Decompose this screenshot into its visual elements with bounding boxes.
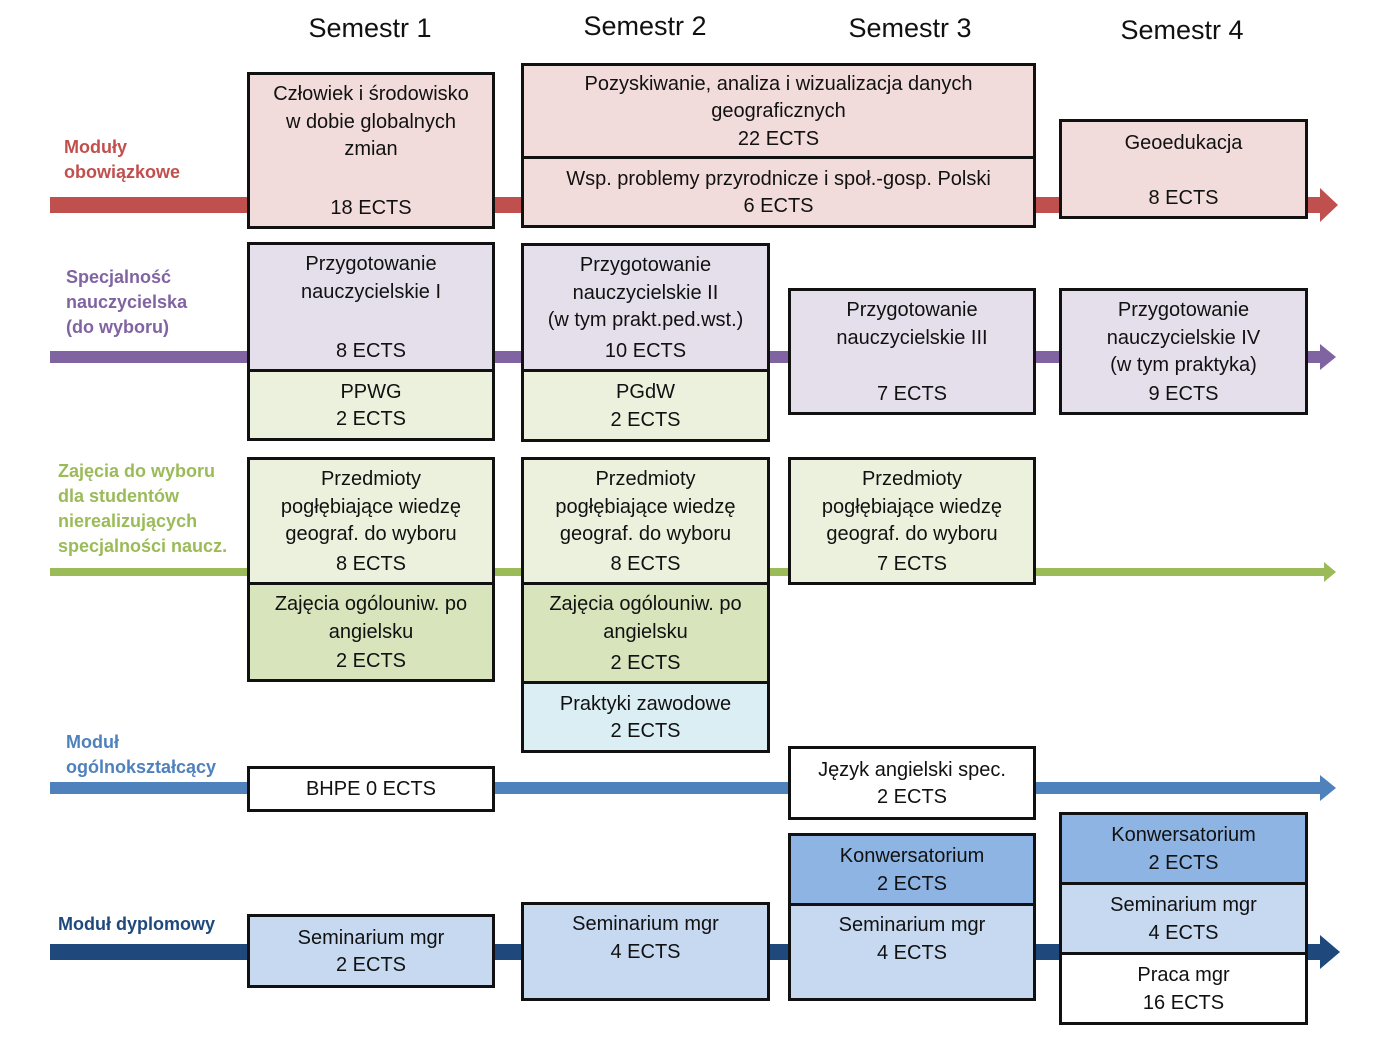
box-title: Przedmioty pogłębiające wiedzę geograf. … bbox=[280, 468, 462, 545]
box-przedmioty-3: Przedmioty pogłębiające wiedzę geograf. … bbox=[788, 457, 1036, 585]
box-title: Seminarium mgr bbox=[838, 914, 986, 936]
semester-1-header: Semestr 1 bbox=[308, 13, 432, 43]
row-label-general: Moduł ogólnokształcący bbox=[66, 732, 217, 777]
box-ects: 4 ECTS bbox=[876, 941, 948, 964]
box-przedmioty-2: Przedmioty pogłębiające wiedzę geograf. … bbox=[521, 457, 770, 585]
box-ects: 2 ECTS bbox=[876, 872, 948, 895]
box-title: Przedmioty pogłębiające wiedzę geograf. … bbox=[555, 468, 736, 545]
semester-2-header: Semestr 2 bbox=[583, 11, 707, 41]
box-ects: 2 ECTS bbox=[335, 954, 407, 976]
box-praktyki-zawodowe: Praktyki zawodowe 2 ECTS bbox=[521, 681, 770, 753]
box-title: PPWG bbox=[340, 380, 402, 403]
box-ects: 2 ECTS bbox=[335, 649, 407, 672]
box-seminarium-2: Seminarium mgr 4 ECTS bbox=[521, 902, 770, 1001]
box-title: Geoedukacja bbox=[1124, 132, 1243, 154]
box-title: Praca mgr bbox=[1137, 964, 1230, 986]
box-ects: 2 ECTS bbox=[1148, 851, 1219, 874]
box-ects: 22 ECTS bbox=[737, 127, 820, 150]
box-title: Przygotowanie nauczycielskie IV (w tym p… bbox=[1106, 299, 1261, 376]
box-ects: 2 ECTS bbox=[610, 408, 681, 431]
box-title: Praktyki zawodowe bbox=[559, 692, 732, 715]
box-ects: 6 ECTS bbox=[743, 195, 814, 217]
box-title: Seminarium mgr bbox=[572, 913, 719, 935]
box-ects: 2 ECTS bbox=[610, 720, 681, 742]
box-title: Przygotowanie nauczycielskie III bbox=[836, 299, 988, 349]
box-ects: 4 ECTS bbox=[610, 940, 681, 963]
box-konwersatorium-4: Konwersatorium 2 ECTS bbox=[1059, 812, 1308, 885]
box-ects: 8 ECTS bbox=[335, 339, 407, 362]
arrow-general bbox=[50, 775, 1336, 801]
box-title: Zajęcia ogólouniw. po angielsku bbox=[549, 593, 742, 643]
box-ects: 10 ECTS bbox=[604, 339, 687, 362]
box-ects: 8 ECTS bbox=[1148, 186, 1219, 209]
row-label-diploma: Moduł dyplomowy bbox=[58, 914, 215, 934]
box-ects: 9 ECTS bbox=[1148, 382, 1219, 405]
box-czlowiek: Człowiek i środowisko w dobie globalnych… bbox=[247, 72, 495, 229]
box-geoedukacja: Geoedukacja 8 ECTS bbox=[1059, 119, 1308, 219]
box-ects: 7 ECTS bbox=[876, 552, 948, 575]
box-title: Pozyskiwanie, analiza i wizualizacja dan… bbox=[584, 72, 973, 123]
box-zajecia-ogolouniw-1: Zajęcia ogólouniw. po angielsku 2 ECTS bbox=[247, 582, 495, 682]
box-przygotowanie-2: Przygotowanie nauczycielskie II (w tym p… bbox=[521, 243, 770, 372]
box-title: Język angielski spec. bbox=[818, 758, 1006, 781]
box-title: Człowiek i środowisko w dobie globalnych… bbox=[273, 83, 469, 160]
box-wsp-problemy: Wsp. problemy przyrodnicze i społ.-gosp.… bbox=[521, 156, 1036, 228]
row-label-electives: Zajęcia do wyboru dla studentów niereali… bbox=[58, 461, 228, 556]
box-title: Przygotowanie nauczycielskie I bbox=[300, 253, 442, 303]
box-title: Seminarium mgr bbox=[297, 926, 445, 949]
box-seminarium-1: Seminarium mgr 2 ECTS bbox=[247, 914, 495, 988]
box-title: PGdW bbox=[616, 381, 675, 403]
box-seminarium-3: Seminarium mgr 4 ECTS bbox=[788, 903, 1036, 1001]
semester-4-header: Semestr 4 bbox=[1120, 15, 1244, 45]
box-ects: 18 ECTS bbox=[330, 196, 412, 219]
box-zajecia-ogolouniw-2: Zajęcia ogólouniw. po angielsku 2 ECTS bbox=[521, 582, 770, 684]
box-title: BHPE 0 ECTS bbox=[305, 778, 437, 801]
box-ects: 16 ECTS bbox=[1142, 991, 1225, 1014]
box-title: Zajęcia ogólouniw. po angielsku bbox=[274, 593, 468, 643]
box-title: Konwersatorium bbox=[839, 845, 985, 867]
box-title: Seminarium mgr bbox=[1110, 894, 1257, 916]
box-pozyskiwanie: Pozyskiwanie, analiza i wizualizacja dan… bbox=[521, 63, 1036, 159]
row-label-teacher-specialty: Specjalność nauczycielska (do wyboru) bbox=[66, 267, 188, 337]
box-bhpe: BHPE 0 ECTS bbox=[247, 766, 495, 812]
box-title: Przedmioty pogłębiające wiedzę geograf. … bbox=[821, 468, 1003, 545]
row-label-mandatory: Moduły obowiązkowe bbox=[64, 137, 181, 182]
box-ects: 2 ECTS bbox=[876, 786, 948, 808]
box-praca-mgr: Praca mgr 16 ECTS bbox=[1059, 952, 1308, 1025]
box-ects: 8 ECTS bbox=[335, 552, 407, 575]
box-ects: 4 ECTS bbox=[1148, 921, 1219, 944]
box-ppwg: PPWG 2 ECTS bbox=[247, 369, 495, 441]
semester-3-header: Semestr 3 bbox=[848, 13, 972, 43]
box-ects: 7 ECTS bbox=[876, 382, 948, 405]
box-ects: 2 ECTS bbox=[335, 408, 407, 430]
box-ects: 2 ECTS bbox=[610, 651, 681, 674]
box-ects: 8 ECTS bbox=[610, 552, 681, 575]
box-przygotowanie-3: Przygotowanie nauczycielskie III 7 ECTS bbox=[788, 288, 1036, 415]
box-title: Konwersatorium bbox=[1111, 824, 1256, 846]
box-przygotowanie-1: Przygotowanie nauczycielskie I 8 ECTS bbox=[247, 242, 495, 372]
box-konwersatorium-3: Konwersatorium 2 ECTS bbox=[788, 833, 1036, 906]
box-seminarium-4: Seminarium mgr 4 ECTS bbox=[1059, 882, 1308, 955]
box-title: Wsp. problemy przyrodnicze i społ.-gosp.… bbox=[566, 167, 991, 190]
box-jezyk-angielski: Język angielski spec. 2 ECTS bbox=[788, 746, 1036, 820]
box-title: Przygotowanie nauczycielskie II (w tym p… bbox=[547, 254, 744, 331]
box-pgdw: PGdW 2 ECTS bbox=[521, 369, 770, 442]
box-przygotowanie-4: Przygotowanie nauczycielskie IV (w tym p… bbox=[1059, 288, 1308, 415]
box-przedmioty-1: Przedmioty pogłębiające wiedzę geograf. … bbox=[247, 457, 495, 585]
